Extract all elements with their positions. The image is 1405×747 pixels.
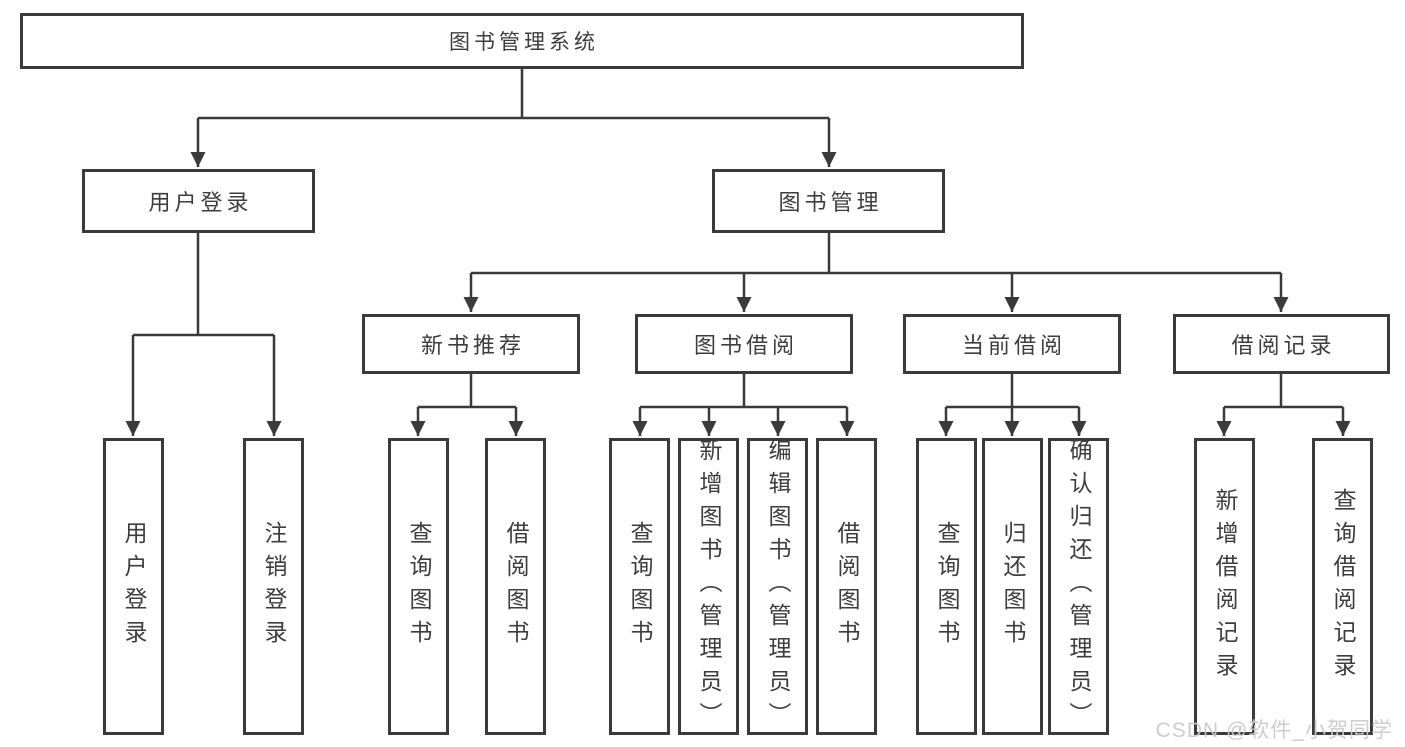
leaf-bb-add-book-admin: 新增图书（管理员） (678, 438, 739, 735)
leaf-cb-query-book: 查询图书 (916, 438, 977, 735)
watermark-csdn: CSDN @软件_小贺同学 (1155, 719, 1393, 742)
leaf-cb-return-book: 归还图书 (982, 438, 1043, 735)
leaf-user-login: 用户登录 (103, 438, 164, 735)
connector-rails (133, 69, 1343, 409)
node-book-borrow: 图书借阅 (635, 314, 853, 374)
leaf-br-query-record: 查询借阅记录 (1312, 438, 1373, 735)
leaf-cb-confirm-return-admin: 确认归还（管理员） (1048, 438, 1109, 735)
leaf-nb-query-book: 查询图书 (388, 438, 449, 735)
leaf-bb-query-book: 查询图书 (609, 438, 670, 735)
leaf-logout: 注销登录 (243, 438, 304, 735)
leaf-bb-edit-book-admin: 编辑图书（管理员） (747, 438, 808, 735)
node-root: 图书管理系统 (20, 13, 1024, 69)
node-new-book-recommend: 新书推荐 (362, 314, 580, 374)
node-user-login: 用户登录 (82, 169, 315, 233)
leaf-nb-borrow-book: 借阅图书 (485, 438, 546, 735)
leaf-br-add-record: 新增借阅记录 (1194, 438, 1255, 735)
node-book-manage: 图书管理 (712, 169, 945, 233)
leaf-bb-borrow-book: 借阅图书 (816, 438, 877, 735)
node-borrow-records: 借阅记录 (1173, 314, 1390, 374)
node-current-borrow: 当前借阅 (903, 314, 1121, 374)
